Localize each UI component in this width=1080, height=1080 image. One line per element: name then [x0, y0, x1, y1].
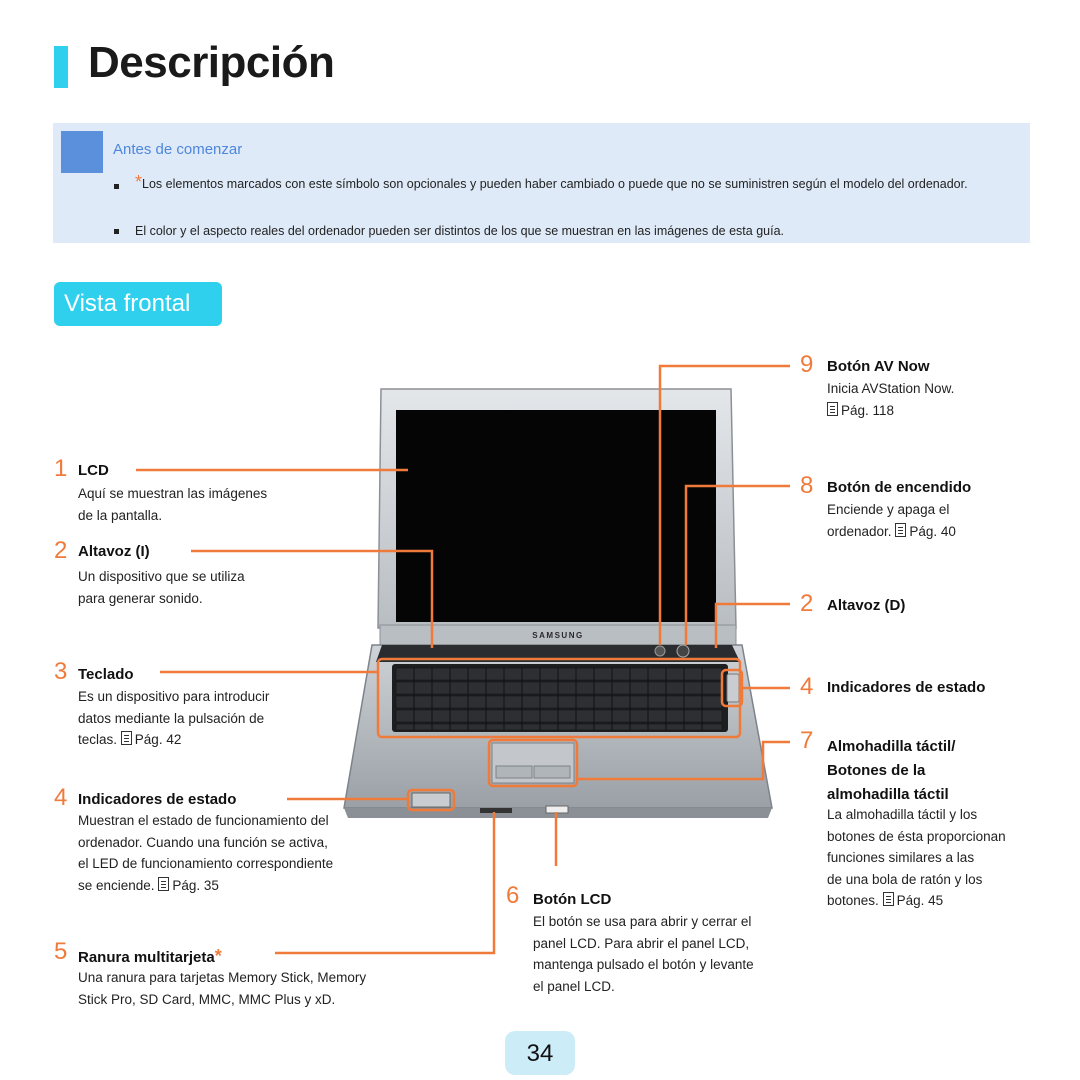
- callout-highlights: [376, 657, 744, 812]
- title-accent-bar: [54, 46, 68, 88]
- callout-number: 2: [54, 537, 68, 564]
- touchpad-left-button: [495, 765, 533, 779]
- callout-number: 2: [800, 590, 814, 617]
- callout-number: 4: [54, 784, 68, 811]
- callout-number: 6: [506, 882, 520, 909]
- page-ref-icon: [120, 731, 132, 745]
- note-box: [53, 123, 1030, 243]
- callout-label-lcd-button: Botón LCD: [533, 891, 612, 908]
- page-number: 34: [526, 1040, 554, 1067]
- lcd-button-shape: [545, 805, 569, 814]
- note-item-1: *Los elementos marcados con este símbolo…: [135, 172, 968, 192]
- note-marker-icon: [61, 131, 103, 173]
- bullet-icon: [114, 184, 119, 189]
- callout-label-speaker-left: Altavoz (I): [78, 543, 150, 560]
- power-button-shape: [676, 644, 690, 658]
- callout-desc-av-now: Inicia AVStation Now. Pág. 118: [827, 381, 955, 418]
- brand-label: SAMSUNG: [532, 631, 583, 640]
- lcd-screen: [396, 410, 716, 622]
- callout-number: 1: [54, 455, 68, 482]
- status-leds-left: [411, 792, 451, 808]
- callout-number: 9: [800, 351, 814, 378]
- callout-number: 8: [800, 472, 814, 499]
- callout-number: 5: [54, 938, 68, 965]
- keyboard-key-gaps: [413, 668, 703, 730]
- status-leds-right: [726, 673, 740, 703]
- callout-label-card-slot: Ranura multitarjeta*: [78, 946, 222, 966]
- page-title: Descripción: [88, 38, 335, 87]
- touchpad-right-button: [533, 765, 571, 779]
- page-ref-icon: [882, 892, 894, 906]
- bullet-icon: [114, 229, 119, 234]
- callout-label-status-left: Indicadores de estado: [78, 791, 237, 808]
- section-pill: [54, 282, 222, 326]
- keyboard-keys: [395, 667, 723, 731]
- callout-number: 3: [54, 658, 68, 685]
- section-title: Vista frontal: [64, 290, 191, 317]
- star-icon: *: [214, 946, 222, 966]
- callout-label-keyboard: Teclado: [78, 666, 134, 683]
- callout-number: 7: [800, 727, 814, 754]
- av-now-button-shape: [654, 645, 666, 657]
- note-item-2: El color y el aspecto reales del ordenad…: [135, 224, 785, 238]
- callout-desc-card-slot: Una ranura para tarjetas Memory Stick, M…: [78, 970, 367, 1007]
- page-ref-icon: [895, 522, 907, 537]
- page-ref-icon: [827, 401, 838, 416]
- callout-number: 4: [800, 673, 814, 700]
- note-heading: Antes de comenzar: [113, 141, 243, 158]
- callout-label-status-right: Indicadores de estado: [827, 679, 986, 696]
- star-icon: *: [135, 172, 143, 192]
- callout-desc-power: Enciende y apaga el ordenador. Pág. 40: [827, 502, 956, 539]
- page-ref-icon: [158, 876, 170, 891]
- card-slot-shape: [480, 808, 512, 813]
- callout-label-power: Botón de encendido: [827, 479, 972, 496]
- callout-label-lcd: LCD: [78, 462, 109, 479]
- callout-label-speaker-right: Altavoz (D): [827, 597, 906, 614]
- callout-label-av-now: Botón AV Now: [827, 358, 930, 375]
- callout-lines: [136, 364, 790, 955]
- page-number-pill: [505, 1031, 575, 1075]
- callout-desc-status-left: Muestran el estado de funcionamiento del…: [78, 813, 334, 893]
